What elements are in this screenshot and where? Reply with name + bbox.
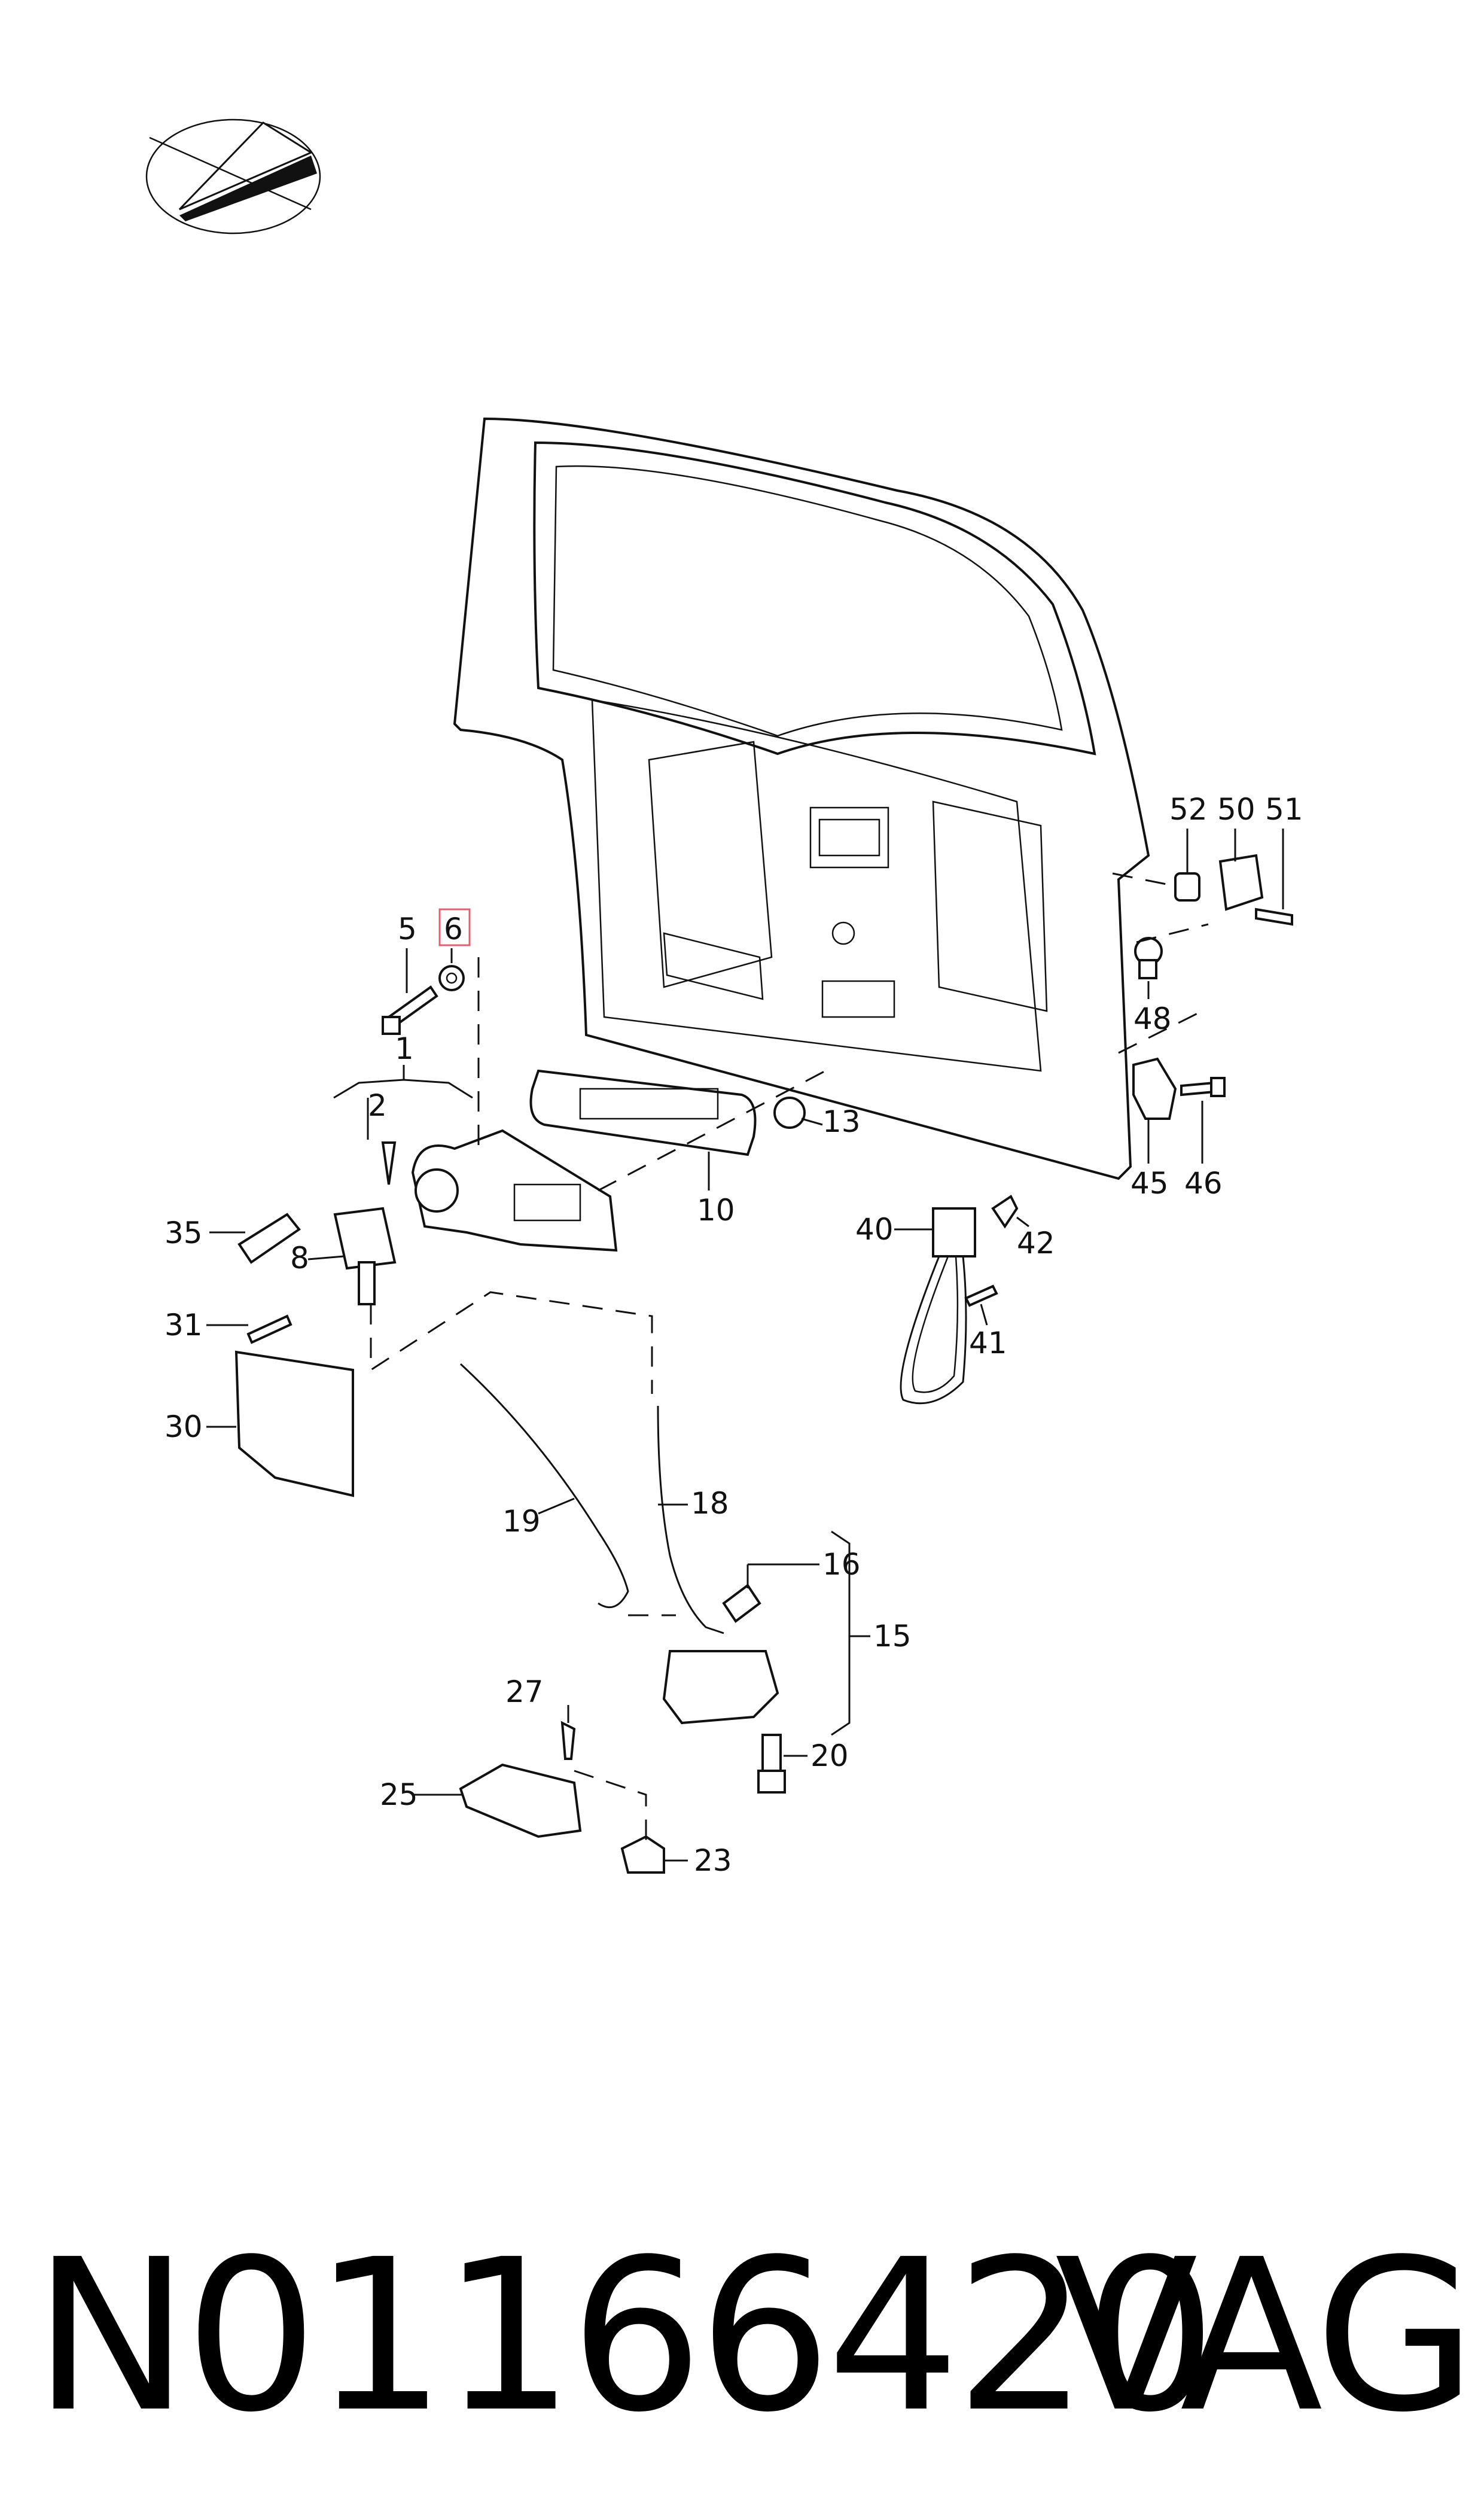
callout-41: 41 (969, 1326, 1007, 1360)
callout-40: 40 (855, 1212, 894, 1247)
callout-16: 16 (822, 1547, 861, 1582)
callout-51: 51 (1265, 792, 1303, 827)
callout-8: 8 (290, 1241, 309, 1275)
part-35-plug-icon (237, 1213, 301, 1264)
callout-6-highlight-box (438, 908, 471, 946)
part-50-bracket-icon (1218, 854, 1264, 911)
part-6-washer-icon (438, 965, 465, 991)
callout-35: 35 (164, 1216, 203, 1250)
part-13-grommet-icon (773, 1097, 806, 1129)
part-25-switch-icon (459, 1763, 582, 1838)
callout-48: 48 (1133, 1001, 1172, 1036)
callout-42: 42 (1017, 1226, 1055, 1260)
part-27-screw-icon (560, 1721, 576, 1760)
brand-text: VAG (1055, 2214, 1477, 2458)
callout-50: 50 (1217, 792, 1256, 827)
part-10-handle-icon (529, 1069, 757, 1156)
part-23-bracket-icon (620, 1835, 665, 1874)
callout-23: 23 (694, 1843, 732, 1878)
callout-13: 13 (822, 1104, 861, 1139)
part-20-bolt-icon (757, 1734, 786, 1794)
part-number-text: N01166420 (33, 2214, 1217, 2458)
callout-25: 25 (380, 1777, 418, 1812)
callout-labels: 5 6 1 2 35 8 31 30 10 13 19 18 16 15 20 … (164, 792, 1303, 1878)
callout-31: 31 (164, 1308, 203, 1342)
callout-30: 30 (164, 1409, 203, 1444)
callout-46: 46 (1184, 1166, 1223, 1201)
part-48-buffer-icon (1134, 937, 1163, 979)
callout-10: 10 (697, 1193, 735, 1228)
callout-19: 19 (502, 1504, 541, 1539)
exploded-parts-diagram: 5 6 1 2 35 8 31 30 10 13 19 18 16 15 20 … (145, 118, 1303, 1878)
callout-1: 1 (395, 1031, 414, 1066)
assembly-dashed-lines (370, 872, 1209, 1849)
part-5-bolt-icon (382, 985, 438, 1035)
part-31-screw-icon (246, 1314, 292, 1344)
part-40-strap-icon (900, 1207, 976, 1405)
part-18-rod-icon (657, 1405, 724, 1634)
callout-52: 52 (1169, 792, 1208, 827)
part-30-cover-icon (234, 1350, 354, 1497)
part-51-screw-icon (1255, 908, 1293, 926)
part-42-clip-icon (991, 1195, 1019, 1229)
callout-20: 20 (810, 1738, 849, 1773)
part-46-screw-icon (1180, 1077, 1226, 1097)
callout-18: 18 (691, 1486, 729, 1521)
callout-45: 45 (1130, 1166, 1169, 1201)
callout-15: 15 (873, 1619, 912, 1654)
callout-2: 2 (368, 1088, 387, 1123)
part-52-pin-icon (1174, 872, 1200, 902)
callout-6: 6 (444, 912, 463, 946)
part-1-lock-assembly-icon (411, 1129, 618, 1252)
tailgate-panel (453, 417, 1150, 1180)
paper-plane-logo-icon (145, 118, 321, 235)
callout-5: 5 (398, 912, 417, 946)
callout-27: 27 (505, 1674, 544, 1709)
part-19-rod-icon (459, 1363, 629, 1609)
leader-lines (206, 829, 1284, 1862)
part-41-screw-icon (964, 1284, 998, 1307)
part-2-clip-icon (381, 1141, 397, 1185)
part-45-striker-icon (1132, 1057, 1177, 1120)
part-8-actuator-icon (333, 1207, 397, 1305)
part-15-latch-icon (662, 1584, 779, 1725)
